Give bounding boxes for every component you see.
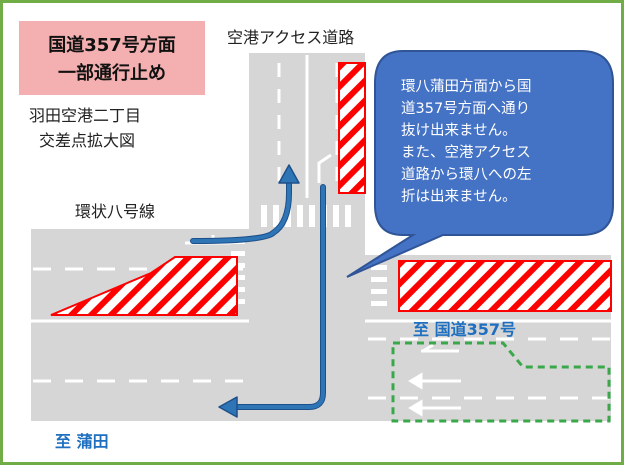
lane-markings: [31, 55, 611, 400]
detour-lane-outline: [391, 341, 611, 423]
callout-line-1: 環八蒲田方面から国: [401, 78, 532, 95]
closure-kanpachi-west: [50, 256, 238, 316]
label-kanpachi: 環状八号線: [75, 202, 155, 221]
route-arrow-right-turn: [190, 164, 300, 244]
callout-line-2: 道357号方面へ通り: [401, 100, 530, 117]
map-title-line-1: 羽田空港二丁目: [29, 106, 141, 125]
crosswalk-east: [371, 265, 387, 306]
closure-route357-east: [398, 260, 612, 312]
callout-line-3: 抜け出来ません。: [401, 122, 517, 139]
notice-callout-bubble: [346, 50, 614, 278]
callout-text: 環八蒲田方面から国 道357号方面へ通り 抜け出来ません。 また、空港アクセス …: [401, 78, 532, 205]
label-airport-access-road: 空港アクセス道路: [227, 28, 354, 47]
notice-box: [19, 21, 205, 95]
closure-airport-exit: [338, 62, 366, 194]
callout-line-4: また、空港アクセス: [401, 144, 531, 161]
label-to-kamata: 至 蒲田: [55, 432, 109, 451]
intersection-map: 環八蒲田方面から国 道357号方面へ通り 抜け出来ません。 また、空港アクセス …: [19, 21, 614, 451]
callout-line-5: 道路から環八への左: [401, 166, 532, 183]
route-arrow-left-turn: [218, 184, 326, 418]
map-title-line-2: 交差点拡大図: [39, 131, 135, 150]
notice-line-1: 国道357号方面: [48, 34, 176, 56]
label-to-route357: 至 国道357号: [413, 320, 516, 339]
callout-line-6: 折は出来ません。: [401, 188, 517, 205]
notice-line-2: 一部通行止め: [58, 62, 166, 84]
